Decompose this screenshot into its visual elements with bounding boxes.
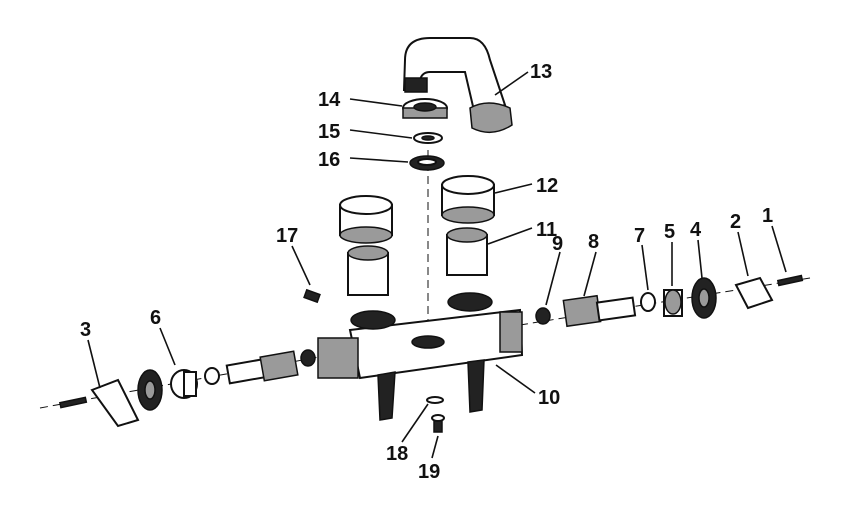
callout-4: 4 (690, 219, 702, 241)
callout-3: 3 (80, 319, 91, 341)
part-16-ring (409, 155, 445, 171)
callout-14: 14 (318, 89, 341, 111)
part-15-washer (413, 132, 443, 144)
part-left-screw (58, 396, 88, 409)
part-left-handle-ring (137, 369, 163, 411)
leader-3 (87, 339, 101, 389)
part-12-bonnet-nut-right (441, 175, 495, 224)
leader-10 (495, 364, 536, 394)
part-18-washer (426, 396, 444, 404)
callout-17: 17 (276, 225, 298, 247)
part-4-handle-ring (691, 277, 717, 319)
part-spout (402, 37, 513, 134)
leader-11 (487, 227, 533, 245)
leader-18 (401, 403, 429, 443)
part-10-valve-body (317, 292, 524, 421)
callout-18: 18 (386, 443, 408, 465)
callout-16: 16 (318, 149, 340, 171)
part-11-sleeve-left (347, 245, 389, 296)
callout-6: 6 (150, 307, 161, 329)
part-11-sleeve-right (446, 227, 488, 276)
leader-17 (291, 245, 311, 286)
part-19-screw (431, 414, 445, 433)
callout-9: 9 (552, 233, 563, 255)
part-14-nut (402, 98, 448, 119)
callouts: 1 2 3 4 5 6 7 8 9 10 11 12 13 14 15 16 1… (80, 61, 773, 483)
leader-6 (159, 327, 176, 366)
part-8-stem (562, 294, 637, 328)
part-17-screw (303, 288, 321, 304)
part-1-screw (776, 274, 804, 287)
leader-1 (771, 225, 787, 273)
callout-10: 10 (538, 387, 560, 409)
callout-13: 13 (530, 61, 552, 83)
leader-12 (494, 183, 533, 194)
leader-9 (545, 251, 561, 306)
callout-7: 7 (634, 225, 645, 247)
leader-14 (349, 98, 403, 107)
callout-19: 19 (418, 461, 440, 483)
part-left-stem (225, 349, 316, 385)
leader-15 (349, 129, 413, 139)
part-5-seat (663, 289, 683, 317)
leader-lines (87, 71, 787, 459)
leader-8 (583, 251, 597, 297)
leader-19 (431, 435, 439, 459)
part-7-washer (640, 292, 656, 312)
callout-12: 12 (536, 175, 558, 197)
leader-7 (641, 244, 649, 291)
part-3-handle (90, 378, 140, 428)
callout-15: 15 (318, 121, 340, 143)
part-2-handle (734, 276, 774, 310)
callout-5: 5 (664, 221, 675, 243)
callout-11: 11 (536, 219, 557, 241)
callout-2: 2 (730, 211, 741, 233)
leader-4 (697, 239, 703, 279)
part-left-small-washer (204, 367, 220, 385)
leader-13 (494, 71, 529, 96)
leader-16 (349, 157, 409, 163)
callout-8: 8 (588, 231, 599, 253)
callout-1: 1 (762, 205, 773, 227)
part-9-washer (535, 307, 551, 325)
leader-2 (737, 231, 749, 277)
part-6-seat (170, 369, 198, 399)
part-12-bonnet-nut-left (339, 195, 393, 244)
